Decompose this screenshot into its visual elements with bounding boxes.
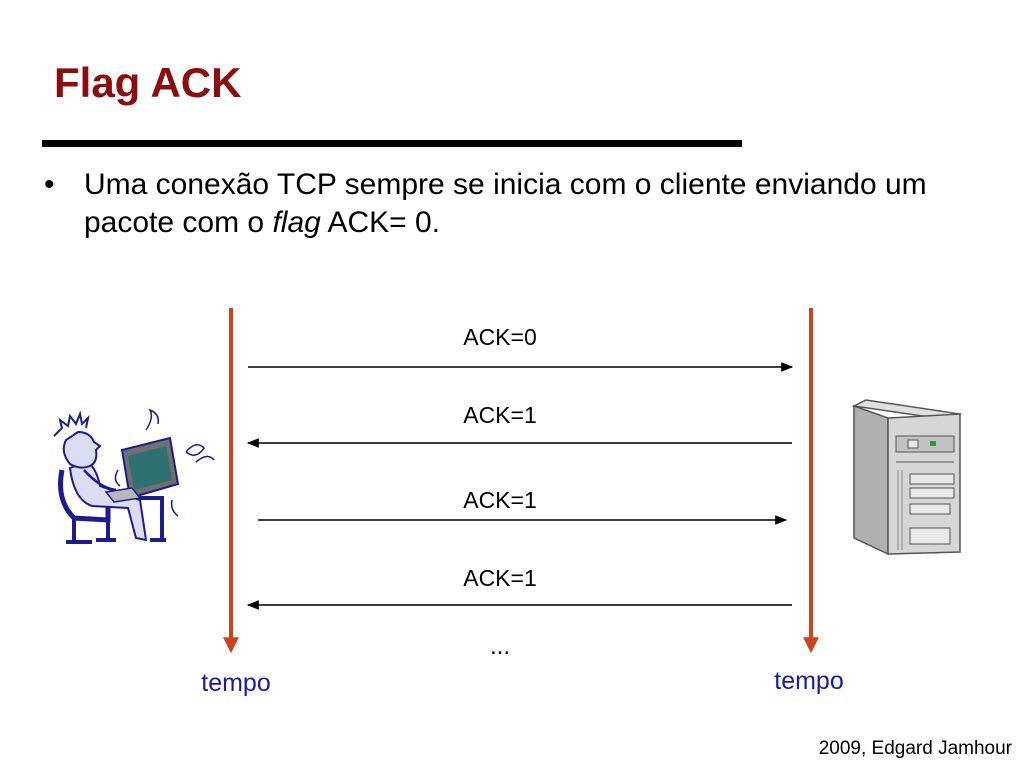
slide-title: Flag ACK [54, 59, 242, 106]
footer-credit: 2009, Edgard Jamhour [818, 738, 1012, 759]
message-label-4: ACK=1 [463, 565, 537, 591]
server-time-label: tempo [774, 667, 843, 695]
bullet-text-flag: flag [272, 206, 321, 239]
bullet-text-end: ACK= 0. [320, 206, 441, 239]
person-at-computer-icon [53, 408, 215, 544]
message-label-2: ACK=1 [463, 402, 537, 428]
bullet-text-start: Uma conexão TCP sempre se inicia com o c… [84, 168, 927, 239]
continuation-ellipsis: ... [490, 633, 510, 660]
bullet-marker: • [44, 168, 55, 201]
message-label-1: ACK=0 [463, 324, 537, 350]
title-underline [42, 140, 742, 147]
client-time-label: tempo [201, 669, 270, 697]
server-tower-icon [851, 399, 963, 556]
message-label-3: ACK=1 [463, 487, 537, 513]
bullet-text: Uma conexão TCP sempre se inicia com o c… [84, 166, 1014, 242]
